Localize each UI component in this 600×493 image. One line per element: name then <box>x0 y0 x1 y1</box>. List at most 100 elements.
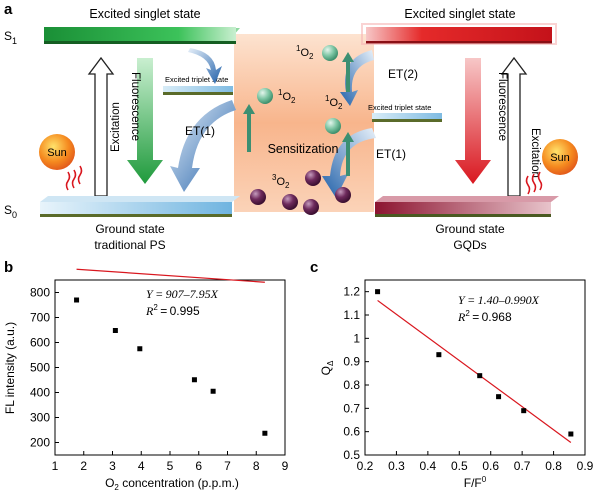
left-et1-label: ET(1) <box>185 124 215 138</box>
panel-b-ylabel: FL intensity (a.u.) <box>3 322 17 414</box>
right-triplet-label: Excited triplet state <box>368 103 431 112</box>
y-tick-label: 0.8 <box>343 378 360 392</box>
x-tick-label: 0.8 <box>545 459 562 473</box>
right-triplet-bar <box>372 113 442 122</box>
singlet-oxygen-label: 1O2 <box>296 44 314 61</box>
triplet-oxygen-molecule <box>335 187 351 203</box>
left-isc-arrow <box>188 48 222 84</box>
triplet-oxygen-molecule <box>305 170 321 186</box>
y-tick-label: 600 <box>30 336 50 350</box>
x-tick-label: 8 <box>253 459 260 473</box>
sensitization-label: Sensitization <box>268 142 339 156</box>
left-sun-icon <box>39 134 75 170</box>
panel-a: a Excited singlet state S1 Excited singl… <box>4 1 578 252</box>
right-sun-label: Sun <box>550 152 570 164</box>
panel-c-r2: R2 = 0.968 <box>457 309 512 324</box>
y-tick-label: 0.5 <box>343 448 360 462</box>
data-point <box>262 430 268 436</box>
data-point <box>521 408 527 414</box>
right-excitation-label: Excitation <box>529 128 541 178</box>
x-tick-label: 0.3 <box>388 459 405 473</box>
left-excited-singlet-label: Excited singlet state <box>89 7 200 21</box>
panel-b-equation: Y = 907–7.95X <box>146 287 219 301</box>
y-tick-label: 1 <box>353 331 360 345</box>
singlet-oxygen-molecule <box>322 45 338 61</box>
data-point <box>137 346 143 352</box>
right-excited-singlet-bar <box>361 23 557 45</box>
singlet-oxygen-label: 1O2 <box>278 88 296 105</box>
panel-c-xlabel: F/F0 <box>464 475 487 490</box>
panel-b-r2: R2 = 0.995 <box>145 303 200 318</box>
y-tick-label: 500 <box>30 361 50 375</box>
data-point <box>496 394 502 400</box>
y-tick-label: 1.2 <box>343 285 360 299</box>
right-excitation-arrow <box>500 56 528 197</box>
left-triplet-label: Excited triplet state <box>165 75 228 84</box>
left-triplet-bar <box>163 86 233 95</box>
x-tick-label: 0.9 <box>577 459 594 473</box>
right-et1-arrow <box>322 128 376 198</box>
singlet-oxygen-label: 1O2 <box>325 94 343 111</box>
right-fluorescence-label: Fluorescence <box>496 72 508 141</box>
x-tick-label: 9 <box>282 459 289 473</box>
left-ground-label-2: traditional PS <box>94 238 165 252</box>
panel-c-label: c <box>310 259 318 276</box>
fit-line <box>377 299 572 443</box>
data-point <box>74 297 80 303</box>
panel-a-label: a <box>4 1 13 18</box>
data-point <box>112 328 118 333</box>
right-fluorescence-arrow <box>455 58 491 184</box>
y-tick-label: 1.1 <box>343 308 360 322</box>
right-et2-label: ET(2) <box>388 67 418 81</box>
left-fluorescence-arrow <box>127 58 163 184</box>
triplet-oxygen-molecule <box>250 189 266 205</box>
data-point <box>568 431 574 437</box>
data-point <box>375 289 381 295</box>
left-excited-singlet-bar <box>44 27 240 44</box>
left-fluorescence-label: Fluorescence <box>129 72 141 141</box>
left-ground-bar <box>40 196 240 217</box>
y-tick-label: 700 <box>30 311 50 325</box>
panel-c-equation: Y = 1.40–0.990X <box>458 293 540 307</box>
panel-c-ylabel: QΔ <box>319 360 335 375</box>
left-ground-label-1: Ground state <box>95 222 165 236</box>
x-tick-label: 0.5 <box>451 459 468 473</box>
triplet-oxygen-molecule <box>282 194 298 210</box>
singlet-oxygen-molecule <box>325 118 341 134</box>
y-tick-label: 0.7 <box>343 401 360 415</box>
right-ground-bar <box>375 196 559 217</box>
data-point <box>191 377 197 383</box>
x-tick-label: 0.4 <box>420 459 437 473</box>
y-tick-label: 200 <box>30 436 50 450</box>
panel-c-chart: c 0.2 0.3 0.4 0.5 0.6 0.7 0.8 0.9 0.5 0.6 0.7 0.8 0.… <box>310 259 594 490</box>
x-tick-label: 0.7 <box>514 459 531 473</box>
left-excitation-label: Excitation <box>110 102 122 152</box>
x-tick-label: 7 <box>224 459 231 473</box>
x-tick-label: 2 <box>80 459 87 473</box>
left-excitation-arrow <box>87 56 115 197</box>
panel-b-label: b <box>4 259 13 276</box>
x-tick-label: 3 <box>109 459 116 473</box>
y-tick-label: 0.6 <box>343 425 360 439</box>
y-tick-label: 0.9 <box>343 355 360 369</box>
right-sun-rays-icon <box>525 171 543 195</box>
y-tick-label: 400 <box>30 386 50 400</box>
panel-c-axes <box>364 279 586 456</box>
triplet-oxygen-molecule <box>303 199 319 215</box>
triplet-oxygen-label: 3O2 <box>272 173 290 190</box>
left-et1-arrow <box>170 100 236 192</box>
right-ground-label-2: GQDs <box>453 238 486 252</box>
data-point <box>436 352 442 358</box>
x-tick-label: 0.2 <box>357 459 374 473</box>
s0-label: S0 <box>4 203 17 220</box>
x-tick-label: 1 <box>52 459 59 473</box>
right-et1-label: ET(1) <box>376 147 406 161</box>
data-point <box>477 373 483 379</box>
data-point <box>210 388 216 394</box>
x-tick-label: 5 <box>167 459 174 473</box>
x-tick-label: 0.6 <box>482 459 499 473</box>
y-tick-label: 800 <box>30 286 50 300</box>
left-sun-rays-icon <box>65 165 83 191</box>
